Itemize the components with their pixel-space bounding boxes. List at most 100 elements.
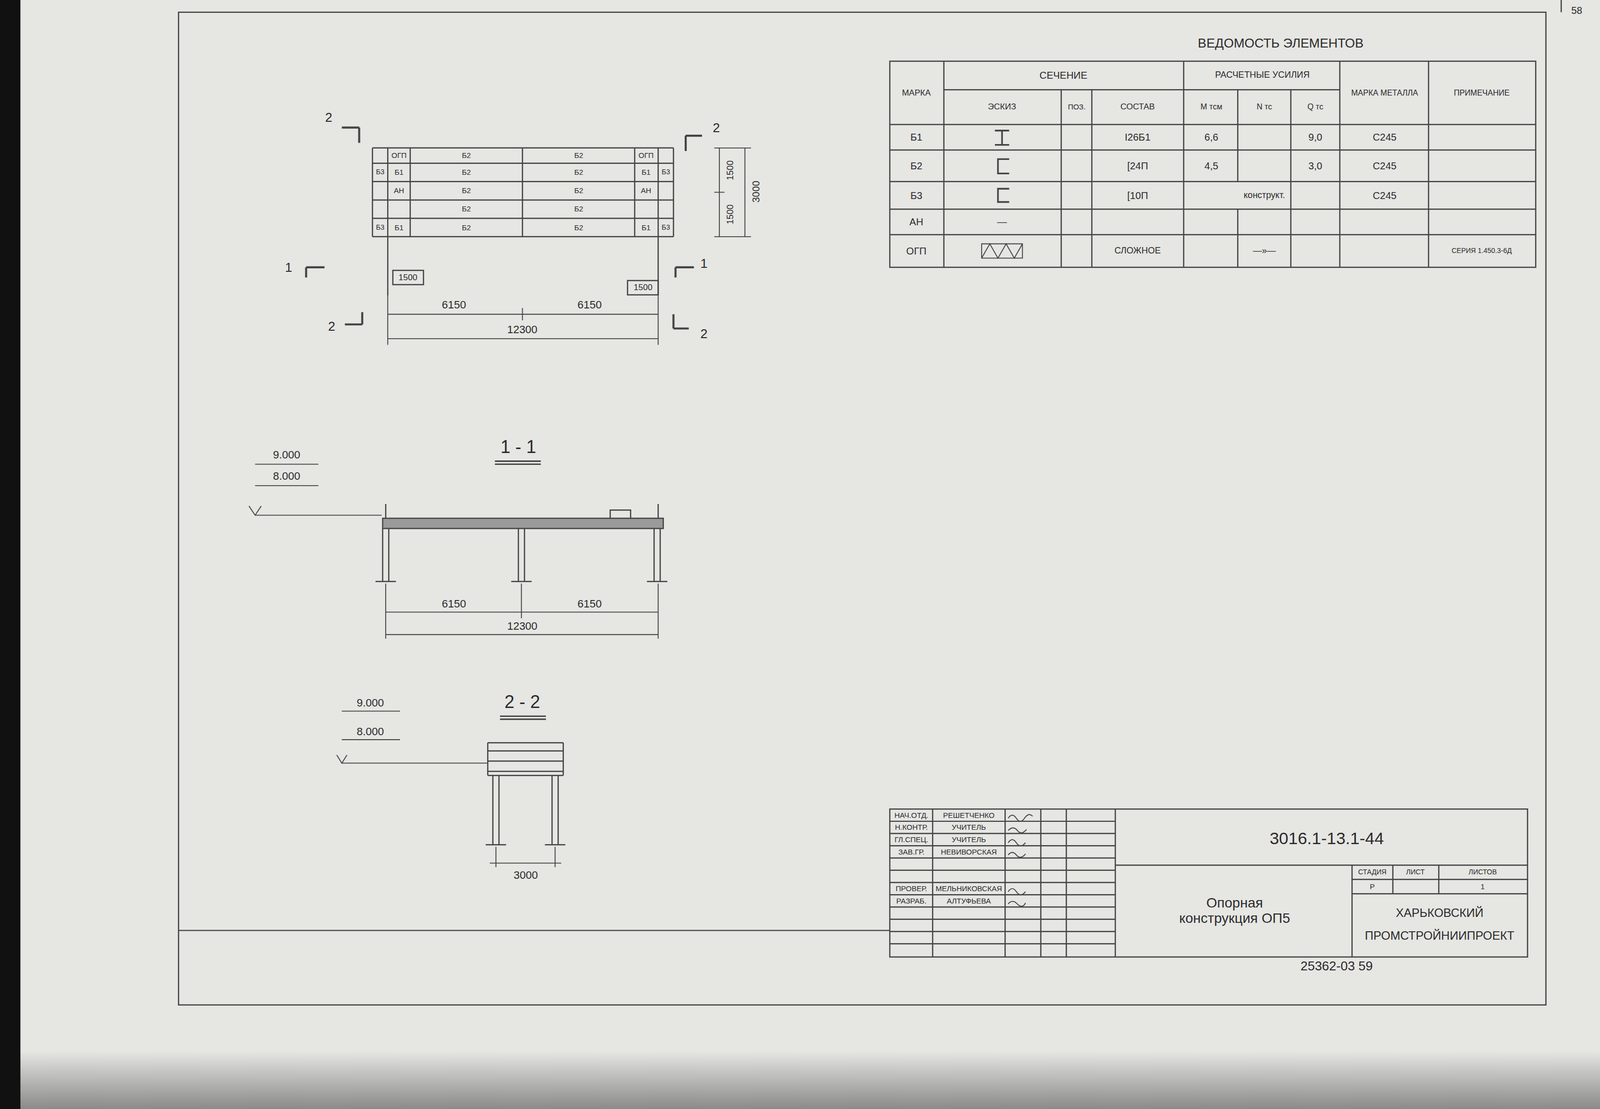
title-block-role: Н.КОНТР. <box>893 823 930 832</box>
part-mark: Б1 <box>393 223 405 233</box>
title-block-role: РАЗРАБ. <box>895 897 929 906</box>
organization-name: ПРОМСТРОЙНИИПРОЕКТ <box>1363 929 1516 943</box>
part-mark: Б2 <box>572 204 585 214</box>
table-header: СЕЧЕНИЕ <box>1038 69 1090 81</box>
part-mark: Б2 <box>572 151 585 160</box>
table-cell: 9,0 <box>1306 131 1324 143</box>
table-cell: конструкт. <box>1242 190 1287 201</box>
table-header: МАРКА МЕТАЛЛА <box>1342 88 1428 98</box>
organization-name: ХАРЬКОВСКИЙ <box>1394 906 1485 920</box>
table-cell: Б2 <box>908 160 924 172</box>
title-block-name: РЕШЕТЧЕНКО <box>941 811 997 820</box>
section-mark: 2 <box>711 120 722 136</box>
section-mark: 2 <box>699 326 709 342</box>
dimension: 6150 <box>576 598 604 610</box>
part-mark: Б2 <box>460 168 473 177</box>
table-cell: С245 <box>1371 131 1399 143</box>
section-mark: 2 <box>323 110 334 125</box>
page-number: 58 <box>1569 4 1584 16</box>
section-mark: 1 <box>699 256 709 271</box>
elevation-mark: 9.000 <box>354 697 386 709</box>
table-cell: 6,6 <box>1202 131 1220 143</box>
part-mark: Б1 <box>393 168 405 177</box>
dimension: 6150 <box>440 299 468 311</box>
title-block-name: УЧИТЕЛЬ <box>950 823 988 832</box>
part-mark: Б3 <box>374 223 387 232</box>
title-block-head: ЛИСТОВ <box>1466 868 1499 876</box>
dimension: 1500 <box>397 273 419 283</box>
part-mark: Б3 <box>660 168 672 176</box>
part-mark: Б2 <box>572 186 585 196</box>
table-header: ПОЗ. <box>1066 102 1088 112</box>
dimension: 1500 <box>632 283 654 293</box>
section-title: 1 - 1 <box>499 437 538 457</box>
table-title: ВЕДОМОСТЬ ЭЛЕМЕНТОВ <box>1196 36 1366 51</box>
dimension: 3000 <box>512 869 540 882</box>
table-cell: 3,0 <box>1306 160 1324 172</box>
section-mark: 1 <box>283 260 294 275</box>
title-block-cell: 1 <box>1479 882 1487 892</box>
title-block-cell: Р <box>1368 882 1377 892</box>
part-mark: Б2 <box>572 168 585 177</box>
part-mark: ОГП <box>637 151 656 160</box>
section-mark: 2 <box>326 319 337 334</box>
title-block-role: ГЛ.СПЕЦ. <box>893 835 930 845</box>
table-cell: С245 <box>1371 190 1399 201</box>
dimension: 1500 <box>725 202 736 226</box>
part-mark: Б2 <box>460 151 473 160</box>
table-cell: АН <box>907 216 925 228</box>
part-mark: Б1 <box>640 223 652 233</box>
table-header: ЭСКИЗ <box>986 102 1018 112</box>
table-header: МАРКА <box>900 88 933 99</box>
part-mark: ОГП <box>390 151 409 160</box>
title-block-name: АЛТУФЬЕВА <box>945 897 993 906</box>
elevation-mark: 8.000 <box>354 725 386 738</box>
dimension: 1500 <box>725 158 736 182</box>
title-block-role: ЗАВ.ГР. <box>897 848 927 857</box>
section-title: 2 - 2 <box>502 692 542 712</box>
table-cell: Б3 <box>908 190 924 201</box>
table-cell: [24П <box>1125 160 1150 172</box>
table-cell: ОГП <box>904 245 929 257</box>
title-block-head: СТАДИЯ <box>1356 868 1388 876</box>
table-header: РАСЧЕТНЫЕ УСИЛИЯ <box>1213 70 1312 81</box>
elevation-mark: 9.000 <box>271 449 302 461</box>
part-mark: АН <box>639 186 653 196</box>
part-mark: Б2 <box>460 223 473 233</box>
part-mark: АН <box>392 186 406 196</box>
dimension: 6150 <box>576 299 604 311</box>
dimension: 12300 <box>505 620 539 633</box>
part-mark: Б3 <box>660 223 672 232</box>
table-cell: [10П <box>1125 190 1150 201</box>
table-header: M тсм <box>1187 102 1237 112</box>
title-block-head: ЛИСТ <box>1404 868 1426 876</box>
table-cell: С245 <box>1371 160 1399 172</box>
title-block-name: НЕВИВОРСКАЯ <box>939 848 999 857</box>
part-mark: Б2 <box>572 223 585 233</box>
part-mark: Б3 <box>374 168 387 176</box>
part-mark: Б2 <box>460 186 473 196</box>
part-mark: Б2 <box>460 204 473 214</box>
table-cell: — <box>995 216 1009 228</box>
archive-number: 25362-03 59 <box>1299 958 1375 974</box>
title-block-name: УЧИТЕЛЬ <box>950 835 988 845</box>
table-header: ПРИМЕЧАНИЕ <box>1452 88 1512 98</box>
table-cell: I26Б1 <box>1123 131 1152 143</box>
table-cell: Б1 <box>908 131 924 143</box>
elevation-mark: 8.000 <box>271 470 302 483</box>
title-block-role: НАЧ.ОТД. <box>893 811 931 820</box>
table-cell: СЛОЖНОЕ <box>1112 246 1162 256</box>
table-header: СОСТАВ <box>1118 102 1156 112</box>
dimension: 12300 <box>505 323 539 336</box>
document-code: 3016.1-13.1-44 <box>1268 829 1386 848</box>
dimension: 6150 <box>440 598 468 610</box>
table-cell: 4,5 <box>1202 160 1220 172</box>
drawing-name: Опорная конструкция ОП5 <box>1177 895 1293 927</box>
dimension: 3000 <box>750 179 762 205</box>
table-cell: —»— <box>1251 246 1278 256</box>
table-header: N тс <box>1240 102 1290 112</box>
table-cell: СЕРИЯ 1.450.3-6Д <box>1429 247 1535 255</box>
part-mark: Б1 <box>640 168 652 177</box>
